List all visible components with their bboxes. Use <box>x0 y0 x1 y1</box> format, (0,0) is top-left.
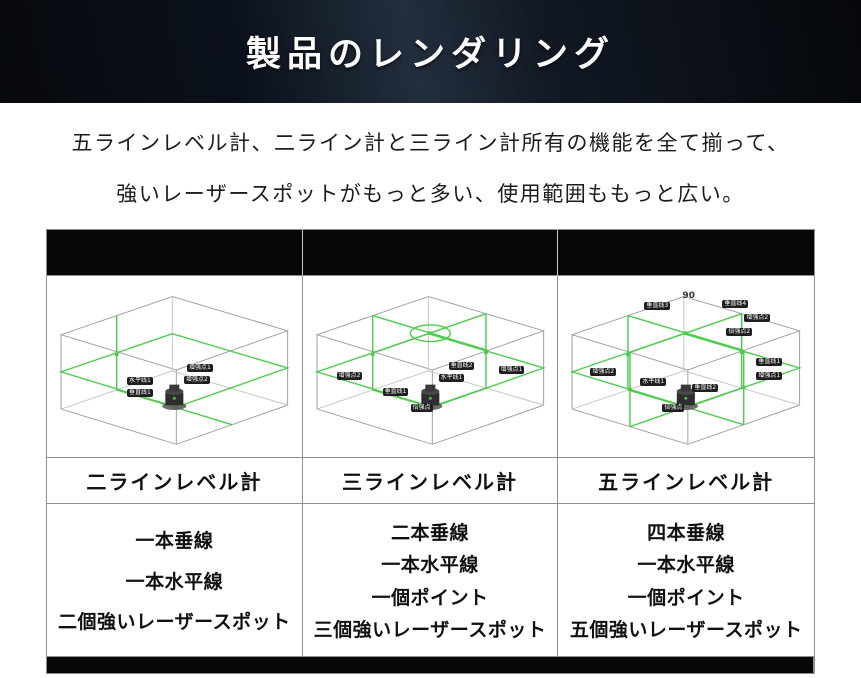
intro-line-1: 五ラインレベル計、二ライン計と三ライン計所有の機能を全て揃って、 <box>71 131 790 155</box>
feature-line: 一本水平線 <box>381 554 479 577</box>
feature-list-5line: 四本垂線一本水平線一個ポイント五個強いレーザースポット <box>558 504 814 657</box>
page-title: 製品のレンダリング <box>245 35 615 75</box>
feature-line: 五個強いレーザースポット <box>569 619 803 642</box>
column-name-3line: 三ラインレベル計 <box>302 458 559 504</box>
laser-lines <box>570 313 803 428</box>
column-name-5line: 五ラインレベル計 <box>558 458 814 504</box>
laser-box-drawing-5line <box>570 296 803 445</box>
laser-device-icon <box>162 384 187 411</box>
feature-line: 三個強いレーザースポット <box>313 619 547 642</box>
laser-box-drawing-3line <box>314 296 546 445</box>
column-name-2line: 二ラインレベル計 <box>47 458 303 504</box>
box-wireframe <box>59 296 290 445</box>
box-wireframe <box>570 296 802 445</box>
feature-line: 一個ポイント <box>627 586 745 609</box>
header-cell-3 <box>558 230 814 276</box>
feature-line: 一本水平線 <box>637 554 735 577</box>
banner: 製品のレンダリング <box>0 0 861 103</box>
intro-text: 五ラインレベル計、二ライン計と三ライン計所有の機能を全て揃って、 強いレーザース… <box>0 103 861 208</box>
feature-list-2line: 一本垂線一本水平線二個強いレーザースポット <box>47 504 303 657</box>
feature-line: 二本垂線 <box>390 521 469 544</box>
feature-list-3line: 二本垂線一本水平線一個ポイント三個強いレーザースポット <box>302 504 559 657</box>
feature-line: 一本水平線 <box>125 570 224 593</box>
footer-bar <box>47 657 814 673</box>
header-cell-1 <box>47 230 303 276</box>
feature-line: 一個ポイント <box>371 586 489 609</box>
intro-line-2: 強いレーザースポットがもっと多い、使用範囲ももっと広い。 <box>116 182 745 206</box>
laser-box-drawing-2line <box>58 296 290 445</box>
box-wireframe <box>315 296 545 445</box>
header-cell-2 <box>302 230 559 276</box>
feature-line: 一本垂線 <box>135 529 214 552</box>
laser-device-icon <box>674 384 699 411</box>
laser-device-icon <box>417 384 443 411</box>
feature-line: 四本垂線 <box>647 521 726 544</box>
feature-line: 二個強いレーザースポット <box>57 611 291 634</box>
